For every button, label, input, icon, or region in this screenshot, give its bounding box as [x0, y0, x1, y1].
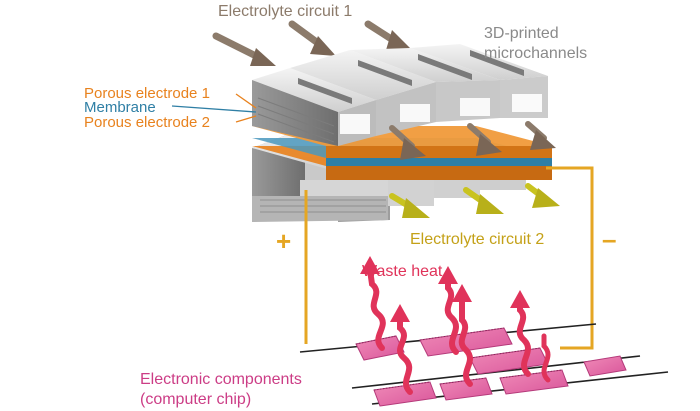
heat-arrow [438, 266, 459, 355]
microchannels-label-line2: microchannels [484, 45, 588, 62]
waste-heat-arrows [360, 256, 551, 395]
chip-component [499, 369, 569, 395]
electronic-components-label-line1: Electronic components [140, 371, 302, 388]
wire-negative [546, 166, 594, 350]
electrode-1-edge [326, 146, 552, 158]
porous-electrode-2-label: Porous electrode 2 [84, 114, 210, 131]
electronic-components-label-line2: (computer chip) [140, 391, 252, 408]
chip-component [419, 327, 513, 357]
outlet-arrow [525, 183, 560, 208]
porous-electrode-1-label: Porous electrode 1 [84, 85, 210, 102]
electrolyte-circuit-1-arrows [212, 20, 412, 66]
outlet-arrow [389, 193, 430, 218]
heat-arrow [541, 333, 551, 383]
heat-arrow [390, 304, 413, 395]
leader-lines [171, 93, 257, 123]
electrode-1-leader [235, 93, 257, 109]
electrolyte-circuit-2-label: Electrolyte circuit 2 [410, 231, 545, 248]
outlet-arrow [389, 125, 426, 160]
computer-chip-board [299, 323, 669, 407]
external-circuit [304, 166, 594, 350]
top-microchannel-layer [252, 44, 556, 160]
inlet-arrow [288, 20, 336, 56]
outlet-arrow [525, 121, 556, 150]
negative-terminal-sign: – [602, 224, 617, 254]
membrane-leader [171, 105, 257, 113]
heat-arrow [452, 284, 473, 387]
inlet-arrow [364, 20, 412, 50]
electrode-2-leader [235, 115, 257, 123]
heat-arrow [360, 256, 386, 351]
inlet-arrow [212, 32, 276, 66]
membrane-edge [326, 158, 552, 166]
electrode-2-edge [326, 166, 552, 180]
electrolyte-circuit-1-label: Electrolyte circuit 1 [218, 3, 353, 20]
waste-heat-label: Waste heat [362, 263, 443, 280]
positive-terminal-sign: + [276, 226, 292, 256]
outlet-arrow [467, 123, 502, 156]
chip-component [583, 355, 627, 377]
heat-arrow [510, 290, 531, 377]
outlet-arrow [463, 187, 504, 214]
membrane-label: Membrane [84, 99, 156, 116]
microchannels-label-line1: 3D-printed [484, 25, 559, 42]
